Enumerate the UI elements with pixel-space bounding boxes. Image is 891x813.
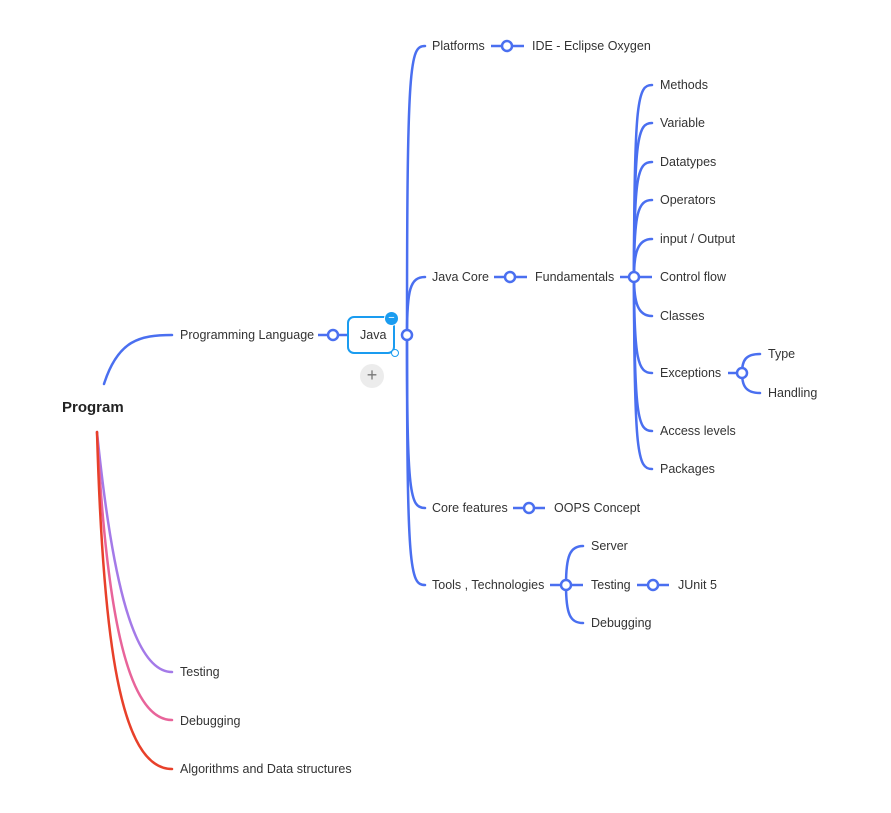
branch-tools-server (564, 544, 585, 587)
node-classes[interactable]: Classes (660, 309, 705, 323)
node-server[interactable]: Server (591, 539, 628, 553)
collapse-button[interactable]: − (385, 312, 398, 325)
node-tools-technologies[interactable]: Tools , Technologies (432, 578, 545, 592)
branch-root-debugging (95, 430, 174, 722)
node-datatypes[interactable]: Datatypes (660, 155, 717, 169)
branch-root-algorithms (95, 430, 174, 771)
node-core-features[interactable]: Core features (432, 501, 508, 515)
node-exceptions[interactable]: Exceptions (660, 366, 722, 380)
node-variable[interactable]: Variable (660, 116, 705, 130)
resize-handle[interactable] (391, 349, 399, 357)
branch-fund-exceptions (632, 275, 654, 375)
node-ide-eclipse-oxygen[interactable]: IDE - Eclipse Oxygen (532, 39, 651, 53)
branch-root-testing (95, 430, 174, 674)
collapse-knob-programming-language[interactable] (326, 328, 340, 342)
branch-java-platforms (405, 44, 427, 337)
collapse-knob-core-features[interactable] (522, 501, 536, 515)
node-debugging-tool[interactable]: Debugging (591, 616, 652, 630)
node-junit-5[interactable]: JUnit 5 (678, 578, 717, 592)
collapse-knob-testing-tool[interactable] (646, 578, 660, 592)
node-handling[interactable]: Handling (768, 386, 818, 400)
node-fundamentals[interactable]: Fundamentals (535, 270, 615, 284)
collapse-knob-java[interactable] (400, 328, 414, 342)
collapse-knob-fundamentals[interactable] (627, 270, 641, 284)
node-control-flow[interactable]: Control flow (660, 270, 726, 284)
node-input-output[interactable]: input / Output (660, 232, 736, 246)
node-testing[interactable]: Testing (180, 665, 220, 679)
root-node-program[interactable]: Program (62, 399, 124, 416)
collapse-knob-tools[interactable] (559, 578, 573, 592)
branch-java-corefeatures (405, 333, 427, 510)
node-type[interactable]: Type (768, 347, 796, 361)
branch-java-javacore (405, 275, 427, 337)
node-packages[interactable]: Packages (660, 462, 715, 476)
branch-root-programming-language (102, 333, 174, 386)
node-algorithms-data-structures[interactable]: Algorithms and Data structures (180, 762, 352, 776)
node-oops-concept[interactable]: OOPS Concept (554, 501, 641, 515)
branch-fund-input-output (632, 237, 654, 279)
node-platforms[interactable]: Platforms (432, 39, 485, 53)
node-java-label: Java (360, 328, 387, 342)
node-debugging[interactable]: Debugging (180, 714, 241, 728)
collapse-knob-exceptions[interactable] (735, 366, 749, 380)
branch-fund-classes (632, 275, 654, 318)
branch-tools-debugging (564, 583, 585, 625)
branch-java-tools (405, 333, 427, 587)
node-access-levels[interactable]: Access levels (660, 424, 736, 438)
node-operators[interactable]: Operators (660, 193, 716, 207)
node-programming-language[interactable]: Programming Language (180, 328, 315, 342)
collapse-knob-platforms[interactable] (500, 39, 514, 53)
node-methods[interactable]: Methods (660, 78, 708, 92)
add-node-button[interactable]: + (360, 364, 384, 388)
branch-fund-packages (632, 275, 654, 471)
node-java-selected[interactable]: Java (347, 316, 395, 354)
node-java-core[interactable]: Java Core (432, 270, 489, 284)
collapse-knob-java-core[interactable] (503, 270, 517, 284)
node-testing-tool[interactable]: Testing (591, 578, 631, 592)
